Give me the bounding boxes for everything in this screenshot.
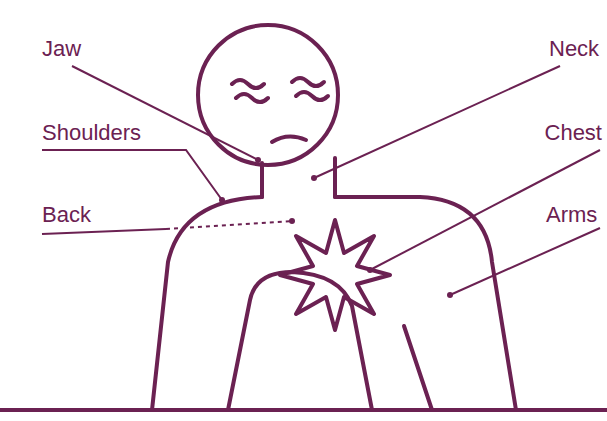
leader-dot — [289, 218, 295, 224]
leader-line — [314, 66, 560, 178]
face-brow — [292, 78, 324, 86]
leader-dot — [447, 292, 453, 298]
neck-line — [333, 158, 337, 197]
part-label: Back — [42, 202, 91, 228]
leader-dot — [255, 157, 261, 163]
leader-dot — [367, 267, 373, 273]
part-label: Shoulders — [42, 120, 141, 146]
leader-line — [370, 150, 600, 270]
arm-line — [404, 326, 432, 410]
leader-dot — [311, 175, 317, 181]
leader-dot — [219, 197, 225, 203]
head-outline — [198, 25, 338, 165]
neck-line — [260, 163, 264, 197]
leader-line — [42, 150, 222, 200]
part-label: Neck — [549, 36, 599, 62]
leader-line — [450, 228, 600, 295]
leader-line — [166, 221, 292, 229]
face-brow — [232, 80, 264, 88]
pain-starburst — [280, 220, 390, 330]
arm-hand — [228, 272, 372, 410]
ground-line — [0, 408, 607, 412]
face-eye — [236, 94, 268, 102]
part-label: Chest — [545, 120, 602, 146]
leader-line — [42, 229, 166, 234]
face-eye — [296, 92, 328, 100]
part-label: Arms — [546, 202, 597, 228]
face-mouth — [272, 136, 306, 142]
part-label: Jaw — [42, 36, 81, 62]
leader-line — [72, 66, 258, 160]
